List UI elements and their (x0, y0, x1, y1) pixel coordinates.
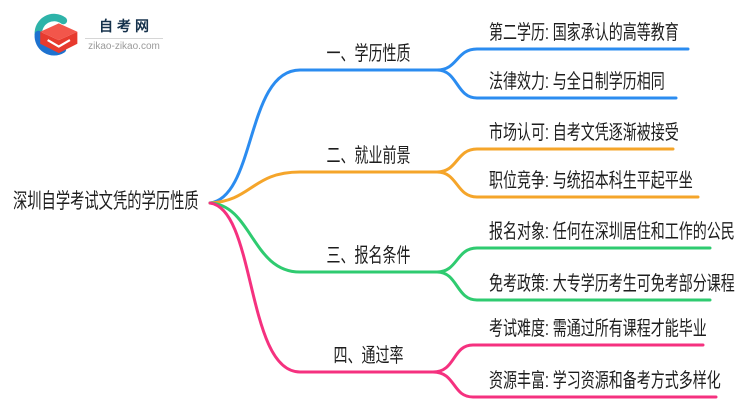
branch-4-child-2-line (431, 370, 718, 399)
branch-1-child-2-line (435, 68, 678, 100)
logo-text-block: 自考网 zikao-zikao.com (85, 17, 163, 53)
branch-2-curve (208, 170, 439, 205)
branch-node-3-label: 三、报名条件 (326, 245, 411, 267)
leaf-node-3-1: 报名对象: 任何在深圳居住和工作的公民 (489, 219, 750, 245)
logo-envelope-chevron (47, 39, 71, 48)
leaf-node-4-1: 考试难度: 需通过所有课程才能毕业 (489, 316, 750, 342)
leaf-node-4-1-label: 考试难度: 需通过所有课程才能毕业 (489, 318, 707, 340)
leaf-node-1-1-label: 第二学历: 国家承认的高等教育 (489, 22, 679, 44)
root-node: 深圳自学考试文凭的学历性质 (13, 189, 286, 215)
leaf-node-1-1: 第二学历: 国家承认的高等教育 (489, 20, 750, 46)
branch-node-4: 四、通过率 (300, 343, 437, 369)
leaf-node-2-2-label: 职位竞争: 与统招本科生平起平坐 (489, 170, 693, 192)
branch-3-child-2-line (435, 270, 712, 302)
logo-divider (85, 37, 163, 39)
branch-node-2-label: 二、就业前景 (326, 145, 411, 167)
branch-node-1-label: 一、学历性质 (326, 43, 411, 65)
leaf-node-1-2-label: 法律效力: 与全日制学历相同 (489, 71, 665, 93)
site-name: 自考网 (99, 17, 153, 34)
branch-4-child-1-line (431, 343, 705, 374)
site-url: zikao-zikao.com (88, 40, 160, 52)
leaf-node-4-2: 资源丰富: 学习资源和备考方式多样化 (489, 368, 750, 394)
branch-node-4-label: 四、通过率 (333, 345, 404, 367)
leaf-node-2-2: 职位竞争: 与统招本科生平起平坐 (489, 168, 750, 194)
site-logo[interactable]: 自考网 zikao-zikao.com (30, 11, 163, 58)
branch-3-child-1-line (435, 246, 712, 274)
leaf-node-1-2: 法律效力: 与全日制学历相同 (489, 69, 740, 95)
leaf-node-3-1-label: 报名对象: 任何在深圳居住和工作的公民 (489, 221, 735, 243)
leaf-node-4-2-label: 资源丰富: 学习资源和备考方式多样化 (489, 370, 721, 392)
logo-crescent-top (34, 13, 68, 39)
leaf-node-2-1: 市场认可: 自考文凭逐渐被接受 (489, 120, 750, 146)
branch-4-curve (208, 201, 435, 374)
graduation-cap-icon (34, 13, 78, 56)
leaf-node-2-1-label: 市场认可: 自考文凭逐渐被接受 (489, 122, 679, 144)
branch-1-curve (208, 68, 439, 205)
branch-2-child-1-line (435, 147, 675, 174)
branch-node-3: 三、报名条件 (300, 243, 437, 269)
branch-node-2: 二、就业前景 (300, 143, 437, 169)
leaf-node-3-2-label: 免考政策: 大专学历考生可免考部分课程 (489, 273, 735, 295)
branch-2-child-2-line (435, 170, 700, 199)
leaf-node-3-2: 免考政策: 大专学历考生可免考部分课程 (489, 271, 750, 297)
logo-cap-body (40, 31, 78, 54)
branch-1-child-1-line (435, 47, 690, 72)
branch-node-1: 一、学历性质 (300, 41, 437, 67)
branch-3-curve (208, 201, 439, 274)
root-node-label: 深圳自学考试文凭的学历性质 (13, 190, 199, 213)
